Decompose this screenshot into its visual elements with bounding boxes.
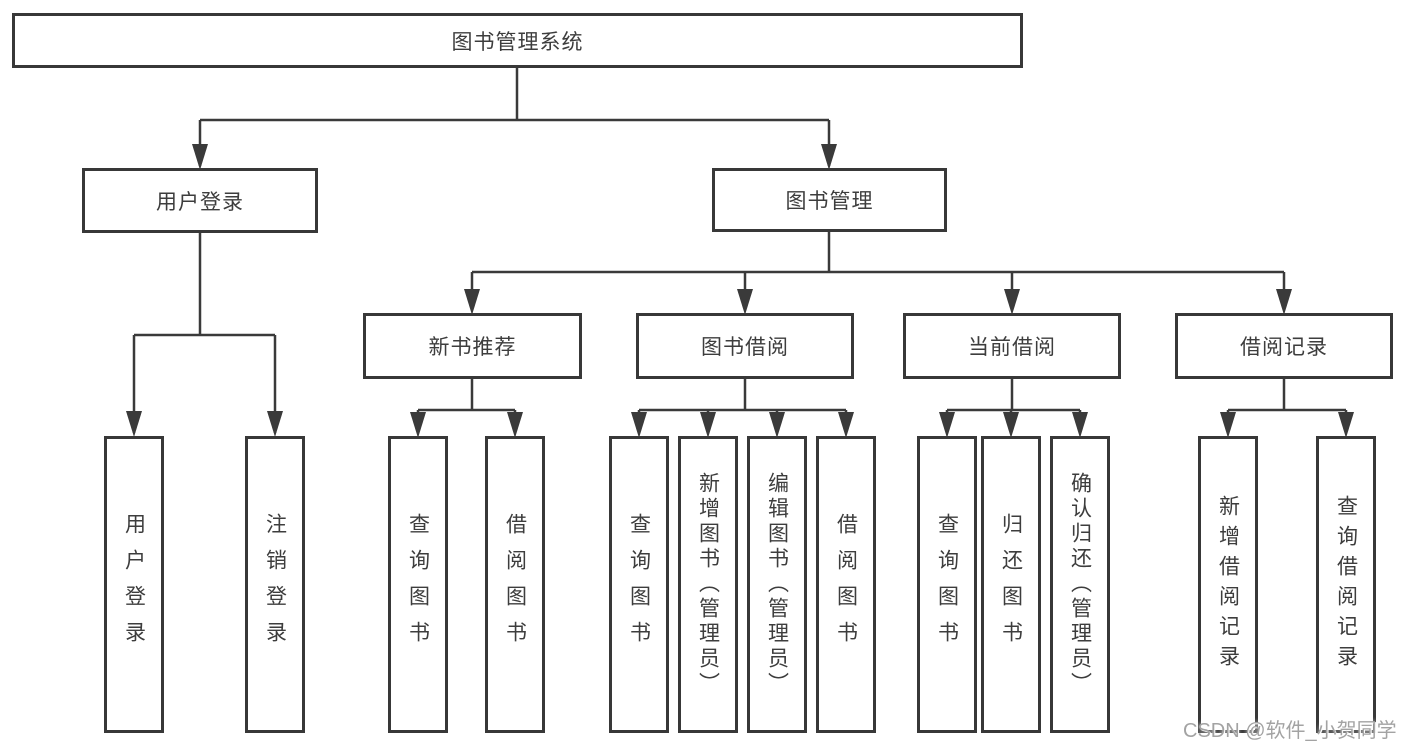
csdn-watermark: CSDN @软件_小贺同学 [1183, 720, 1397, 742]
node-label: 查询图书 [406, 512, 430, 657]
leaf-user-login: 用户登录 [104, 436, 164, 733]
leaf-add-books-admin: 新增图书（管理员） [678, 436, 738, 733]
node-label: 图书管理系统 [451, 30, 584, 54]
node-current-borrow: 当前借阅 [903, 313, 1121, 379]
node-borrow-records: 借阅记录 [1175, 313, 1393, 379]
leaf-logout: 注销登录 [245, 436, 305, 733]
leaf-borrow-books: 借阅图书 [816, 436, 876, 733]
node-label: 新增图书（管理员） [696, 472, 720, 697]
node-new-book-recommend: 新书推荐 [363, 313, 582, 379]
leaf-query-books-recommend: 查询图书 [388, 436, 448, 733]
node-label: 借阅记录 [1240, 336, 1328, 359]
node-label: 借阅图书 [503, 512, 527, 657]
leaf-query-borrow-record: 查询借阅记录 [1316, 436, 1376, 733]
leaf-confirm-return-admin: 确认归还（管理员） [1050, 436, 1110, 733]
node-library-management-system: 图书管理系统 [12, 13, 1023, 68]
node-label: 新书推荐 [428, 336, 517, 359]
node-label: 图书借阅 [701, 336, 789, 359]
leaf-query-books-borrow: 查询图书 [609, 436, 669, 733]
node-label: 注销登录 [263, 512, 287, 657]
node-label: 归还图书 [999, 512, 1023, 657]
node-label: 查询借阅记录 [1334, 494, 1358, 675]
node-label: 新增借阅记录 [1216, 494, 1240, 675]
node-label: 查询图书 [627, 512, 651, 657]
leaf-add-borrow-record: 新增借阅记录 [1198, 436, 1258, 733]
node-label: 借阅图书 [834, 512, 858, 657]
node-label: 用户登录 [156, 190, 244, 214]
node-label: 编辑图书（管理员） [765, 472, 789, 697]
node-book-borrow: 图书借阅 [636, 313, 854, 379]
node-label: 图书管理 [785, 190, 874, 213]
leaf-borrow-books-recommend: 借阅图书 [485, 436, 545, 733]
node-book-management: 图书管理 [712, 168, 947, 232]
node-label: 用户登录 [122, 512, 146, 657]
leaf-edit-books-admin: 编辑图书（管理员） [747, 436, 807, 733]
leaf-query-books-current: 查询图书 [917, 436, 977, 733]
leaf-return-books: 归还图书 [981, 436, 1041, 733]
node-label: 查询图书 [935, 512, 959, 657]
node-label: 确认归还（管理员） [1068, 472, 1092, 697]
node-label: 当前借阅 [968, 336, 1056, 359]
node-user-login: 用户登录 [82, 168, 318, 233]
